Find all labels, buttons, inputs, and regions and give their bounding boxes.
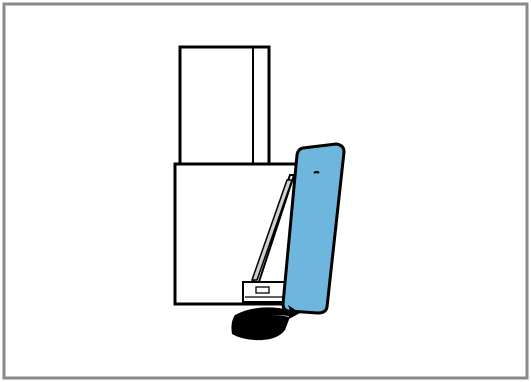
device-lower-body (173, 162, 303, 306)
curved-arrow-icon (231, 305, 300, 341)
device-upper-body (178, 45, 271, 166)
open-side-cover (281, 142, 346, 315)
